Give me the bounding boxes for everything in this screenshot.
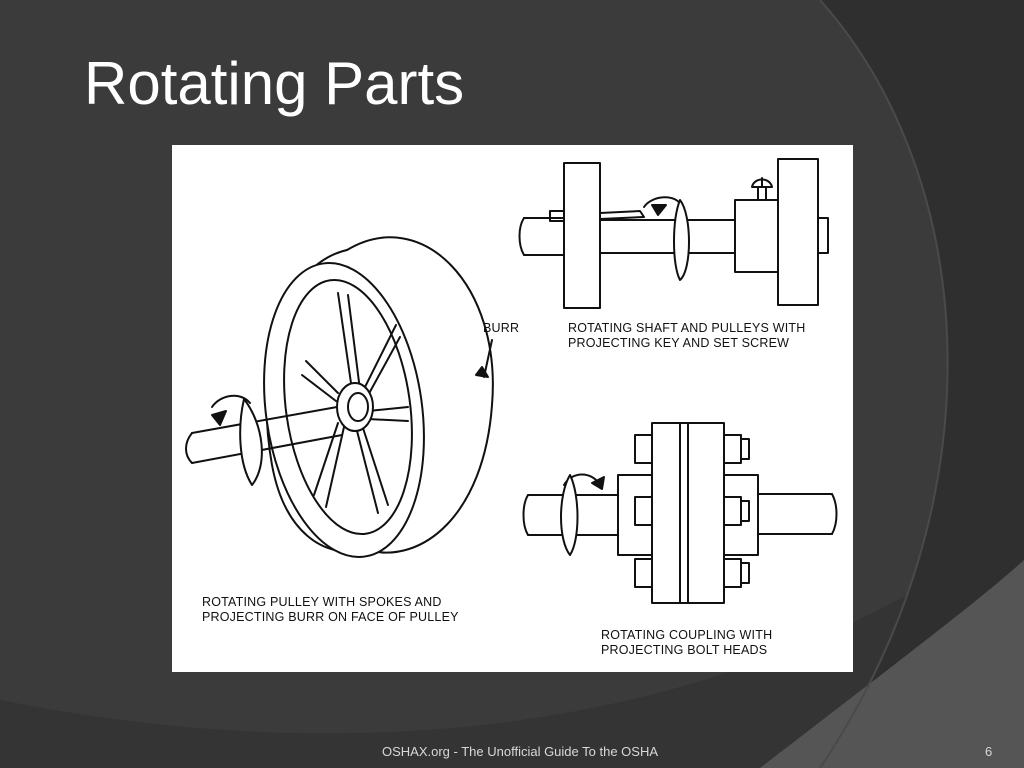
burr-label: BURR: [483, 321, 520, 335]
spoked-pulley-caption: ROTATING PULLEY WITH SPOKES AND PROJECTI…: [202, 595, 459, 624]
slide-footer: OSHAX.org - The Unofficial Guide To the …: [381, 744, 659, 759]
shaft-pulleys-caption: ROTATING SHAFT AND PULLEYS WITH PROJECTI…: [568, 321, 806, 350]
coupling-drawing: [522, 422, 838, 604]
machine-parts-drawing: [185, 158, 838, 604]
coupling-caption: ROTATING COUPLING WITH PROJECTING BOLT H…: [601, 628, 773, 657]
rotating-parts-illustration: BURR ROTATING SHAFT AND PULLEYS WITH PRO…: [172, 145, 853, 672]
slide-title: Rotating Parts: [84, 50, 465, 117]
page-number: 6: [985, 744, 993, 759]
spoked-pulley-drawing: [185, 236, 494, 558]
shaft-pulley-drawing: [518, 158, 829, 309]
